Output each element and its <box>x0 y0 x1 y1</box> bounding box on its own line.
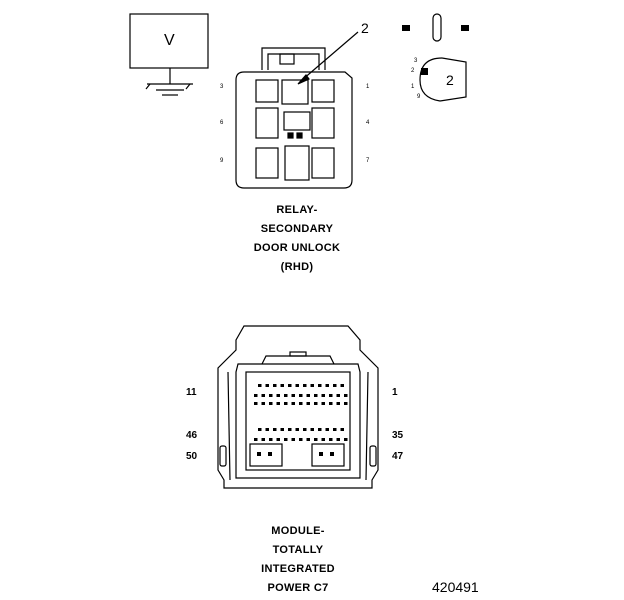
probe-callout-number: 2 <box>446 72 454 88</box>
module-pin-cavity <box>340 384 344 387</box>
module-label-line: TOTALLY <box>272 544 324 556</box>
module-pin-number: 35 <box>392 430 404 441</box>
module-pin-cavity <box>269 394 273 397</box>
module-pin-cavity <box>273 384 277 387</box>
module-pin-cavity <box>291 438 295 441</box>
relay-label-line: RELAY- <box>276 204 318 216</box>
module-pin-cavity <box>265 428 269 431</box>
module-pin-cavity <box>254 438 258 441</box>
relay-connector <box>235 47 353 189</box>
module-pin-cavity <box>336 438 340 441</box>
module-pin-cavity <box>280 428 284 431</box>
module-pin-cavity <box>280 384 284 387</box>
module-pin-cavity <box>276 402 280 405</box>
module-pin-cavity <box>269 402 273 405</box>
module-label-line: MODULE- <box>271 525 325 537</box>
relay-label-line: SECONDARY <box>260 223 334 235</box>
module-pin-number: 46 <box>186 430 198 441</box>
module-pin-cavity <box>314 402 318 405</box>
relay-label: RELAY- SECONDARY DOOR UNLOCK (RHD) <box>207 201 387 277</box>
module-label: MODULE- TOTALLY INTEGRATED POWER C7 <box>208 522 388 598</box>
module-label-line: POWER C7 <box>267 582 329 594</box>
relay-terminal-mark: 9 <box>220 158 224 164</box>
module-pin-cavity <box>288 384 292 387</box>
module-pin-cavity <box>284 394 288 397</box>
relay-terminal-mark: 1 <box>366 84 370 90</box>
module-pin-cavity <box>329 438 333 441</box>
module-pin-cavity <box>261 394 265 397</box>
module-label-line: INTEGRATED <box>261 563 335 575</box>
probe-pin-mark: 3 <box>414 58 418 64</box>
module-pin-cavity <box>291 394 295 397</box>
probe-pin-mark: 9 <box>417 94 421 100</box>
module-pin-cavity <box>310 384 314 387</box>
relay-label-line: (RHD) <box>280 261 314 273</box>
module-pin-number: 50 <box>186 451 198 462</box>
module-pin-cavity <box>314 394 318 397</box>
relay-callout-number: 2 <box>361 20 369 36</box>
relay-label-line: DOOR UNLOCK <box>253 242 341 254</box>
voltmeter-symbol <box>129 13 209 96</box>
module-pin-cavity <box>321 438 325 441</box>
module-pin-cavity <box>321 394 325 397</box>
module-pin-cavity <box>276 438 280 441</box>
module-pin-cavity <box>299 402 303 405</box>
module-pin-cavity <box>306 402 310 405</box>
module-pin-cavity <box>299 394 303 397</box>
module-pin-cavity <box>336 394 340 397</box>
module-pin-cavity <box>344 438 348 441</box>
module-pin-cavity <box>314 438 318 441</box>
module-pin-cavity <box>273 428 277 431</box>
module-pin-cavity <box>254 394 258 397</box>
probe-pin-mark: 2 <box>411 68 415 74</box>
relay-terminal-mark: 4 <box>366 120 370 126</box>
module-pin-number: 1 <box>392 387 398 398</box>
relay-terminal-mark: 3 <box>220 84 224 90</box>
module-pin-cavity <box>291 402 295 405</box>
module-pin-cavity <box>336 402 340 405</box>
module-pin-cavity <box>318 384 322 387</box>
module-pin-number: 11 <box>186 387 197 398</box>
relay-terminal-mark: 6 <box>220 120 224 126</box>
module-pin-cavity <box>306 438 310 441</box>
probe-detail <box>402 13 469 102</box>
module-pin-cavity <box>258 428 262 431</box>
module-pin-cavity <box>344 402 348 405</box>
module-pin-cavity <box>340 428 344 431</box>
module-pin-cavity <box>261 438 265 441</box>
probe-pin-mark: 1 <box>411 84 415 90</box>
module-pin-cavity <box>303 428 307 431</box>
module-pin-cavity <box>295 384 299 387</box>
module-pin-cavity <box>321 402 325 405</box>
module-pin-cavity <box>344 394 348 397</box>
module-pin-cavity <box>325 384 329 387</box>
module-pin-cavity <box>284 402 288 405</box>
module-pin-cavity <box>276 394 280 397</box>
module-pin-cavity <box>269 438 273 441</box>
module-pin-cavity <box>306 394 310 397</box>
module-pin-cavity <box>254 402 258 405</box>
module-pin-cavity <box>325 428 329 431</box>
module-pin-cavity <box>284 438 288 441</box>
voltmeter-symbol-text: V <box>164 32 175 49</box>
module-pin-cavity <box>288 428 292 431</box>
module-pin-cavity <box>295 428 299 431</box>
relay-callout-leader <box>297 31 359 85</box>
module-pin-cavity <box>329 394 333 397</box>
module-pin-cavity <box>258 384 262 387</box>
module-pin-cavity <box>329 402 333 405</box>
module-pin-cavity <box>303 384 307 387</box>
module-pin-number: 47 <box>392 451 404 462</box>
module-pin-cavity <box>299 438 303 441</box>
module-connector <box>217 325 379 489</box>
module-pin-cavity <box>261 402 265 405</box>
module-pin-cavity <box>333 384 337 387</box>
module-pin-cavity <box>318 428 322 431</box>
module-pin-cavity <box>265 384 269 387</box>
figure-id: 420491 <box>432 579 479 595</box>
relay-terminal-mark: 7 <box>366 158 370 164</box>
module-pin-cavity <box>333 428 337 431</box>
module-pin-cavity <box>310 428 314 431</box>
